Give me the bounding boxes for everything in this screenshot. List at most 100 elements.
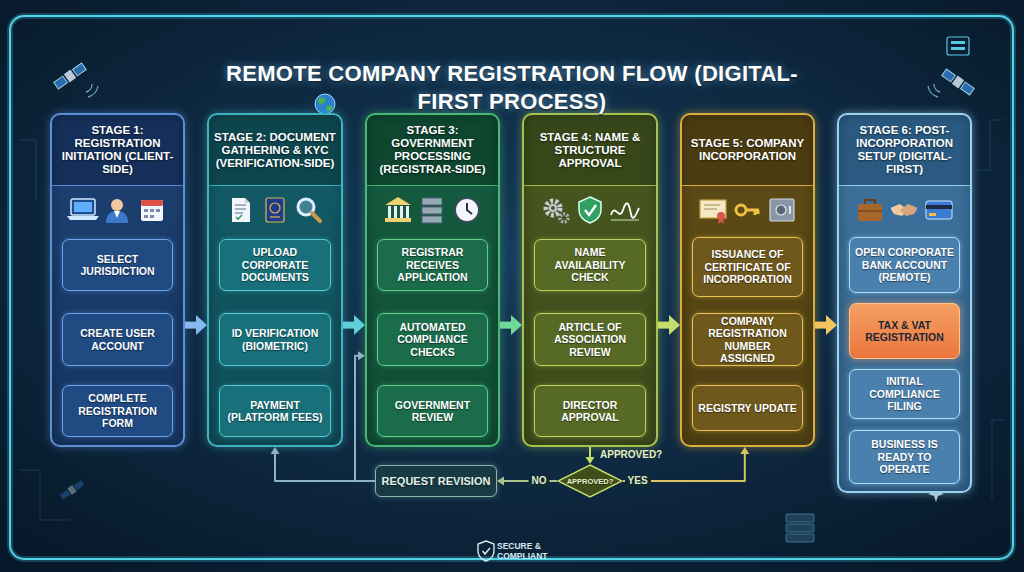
key-icon bbox=[736, 205, 746, 215]
outer-frame-glow bbox=[10, 16, 1013, 559]
process-box: INITIAL COMPLIANCE FILING bbox=[849, 369, 960, 419]
server-icon bbox=[422, 198, 442, 205]
gears-icon bbox=[551, 206, 555, 210]
box-text: COMPANY REGISTRATION NUMBER ASSIGNED bbox=[697, 315, 798, 365]
server-icon bbox=[422, 198, 442, 223]
lock-server-icon bbox=[947, 37, 969, 55]
bank-icon bbox=[388, 206, 409, 218]
circuit-lines bbox=[975, 120, 1004, 170]
calendar-icon bbox=[141, 200, 163, 206]
flow-connector bbox=[500, 315, 522, 335]
box-text: BUSINESS IS READY TO OPERATE bbox=[854, 438, 955, 476]
safe-icon bbox=[776, 205, 786, 215]
box-text: GOVERNMENT REVIEW bbox=[382, 399, 483, 424]
document-icon bbox=[235, 212, 243, 213]
connector-line bbox=[185, 322, 199, 329]
certificate-icon bbox=[700, 200, 726, 224]
process-box: REGISTRAR RECEIVES APPLICATION bbox=[377, 239, 488, 291]
handshake-icon bbox=[917, 206, 921, 215]
handshake-icon bbox=[887, 206, 891, 215]
globe-icon bbox=[315, 94, 335, 114]
user-icon bbox=[106, 199, 128, 223]
box-text: CREATE USER ACCOUNT bbox=[67, 327, 168, 352]
box-text: DIRECTOR APPROVAL bbox=[539, 399, 641, 424]
satellite-icon bbox=[73, 63, 87, 76]
connector-line bbox=[500, 322, 514, 329]
document-icon bbox=[235, 204, 246, 205]
stage-column: STAGE 5: COMPANY INCORPORATIONISSUANCE O… bbox=[680, 113, 815, 447]
arrow-head bbox=[669, 315, 680, 335]
box-text: ARTICLE OF ASSOCIATION REVIEW bbox=[539, 321, 641, 359]
lock-server-icon bbox=[951, 47, 965, 50]
clock-icon bbox=[455, 198, 479, 222]
globe-icon bbox=[318, 97, 333, 111]
key-icon bbox=[746, 210, 759, 215]
certificate-icon bbox=[700, 200, 726, 218]
satellite-icon bbox=[53, 62, 87, 90]
credit-card-icon bbox=[926, 205, 952, 209]
stage-heading: STAGE 4: NAME & STRUCTURE APPROVAL bbox=[527, 116, 653, 184]
signature-icon bbox=[611, 203, 639, 220]
user-icon bbox=[114, 211, 120, 218]
magnifier-icon bbox=[298, 199, 320, 221]
connector-line bbox=[589, 447, 591, 459]
calendar-icon bbox=[141, 200, 163, 221]
stage-column: STAGE 3: GOVERNMENT PROCESSING (REGISTRA… bbox=[365, 113, 500, 447]
process-box: DIRECTOR APPROVAL bbox=[534, 385, 646, 437]
connector-line bbox=[815, 322, 829, 329]
process-box: COMPANY REGISTRATION NUMBER ASSIGNED bbox=[692, 313, 803, 366]
arrow-head bbox=[740, 447, 749, 454]
passport-icon bbox=[270, 203, 280, 213]
flow-connector bbox=[355, 351, 375, 481]
bank-icon bbox=[385, 197, 411, 222]
process-box: BUSINESS IS READY TO OPERATE bbox=[849, 430, 960, 484]
handshake-icon bbox=[887, 204, 921, 216]
connector-line bbox=[355, 356, 375, 481]
stage-heading: STAGE 6: POST-INCORPORATION SETUP (DIGIT… bbox=[842, 116, 967, 184]
highlight-box: TAX & VAT REGISTRATION bbox=[849, 303, 960, 359]
box-text: REQUEST REVISION bbox=[382, 475, 491, 488]
box-text: AUTOMATED COMPLIANCE CHECKS bbox=[382, 321, 483, 359]
laptop-icon bbox=[71, 199, 95, 215]
document-icon bbox=[245, 198, 250, 203]
calendar-icon bbox=[144, 215, 148, 218]
globe-icon bbox=[315, 94, 335, 114]
signal-waves bbox=[928, 86, 938, 97]
satellite-icon bbox=[961, 82, 975, 95]
credit-card-icon bbox=[929, 213, 936, 216]
shield-check-icon bbox=[585, 205, 596, 215]
flow-connector bbox=[185, 315, 207, 335]
stage-column: STAGE 2: DOCUMENT GATHERING & KYC (VERIF… bbox=[207, 113, 343, 447]
laptop-icon bbox=[74, 202, 92, 212]
handshake-icon bbox=[900, 204, 918, 216]
signal-waves bbox=[86, 84, 92, 92]
briefcase-icon bbox=[858, 200, 882, 221]
gears-icon bbox=[546, 201, 560, 215]
document-icon bbox=[235, 208, 246, 209]
bank-icon bbox=[385, 197, 411, 205]
process-box: ID VERIFICATION (BIOMETRIC) bbox=[219, 313, 331, 366]
shield-badge bbox=[478, 541, 494, 561]
process-box: PAYMENT (PLATFORM FEES) bbox=[219, 385, 331, 437]
box-text: PAYMENT (PLATFORM FEES) bbox=[224, 399, 326, 424]
user-icon bbox=[111, 199, 123, 211]
shield-badge bbox=[478, 541, 494, 561]
passport-icon bbox=[266, 198, 284, 222]
box-text: SELECT JURISDICTION bbox=[67, 253, 168, 278]
process-box: CREATE USER ACCOUNT bbox=[62, 313, 173, 366]
bank-icon bbox=[406, 206, 409, 218]
revision-box: REQUEST REVISION bbox=[375, 465, 497, 497]
outer-frame bbox=[10, 16, 1013, 559]
safe-icon bbox=[770, 199, 794, 221]
passport-icon bbox=[270, 216, 280, 217]
lock-server-icon bbox=[951, 41, 965, 44]
certificate-icon bbox=[704, 205, 720, 209]
clock-icon bbox=[455, 198, 479, 222]
satellite-icon bbox=[941, 68, 975, 96]
briefcase-icon bbox=[858, 210, 882, 211]
bank-icon bbox=[400, 206, 403, 218]
arrow-head bbox=[354, 315, 365, 335]
gears-icon bbox=[549, 204, 557, 212]
diagram-title: REMOTE COMPANY REGISTRATION FLOW (DIGITA… bbox=[212, 60, 812, 116]
